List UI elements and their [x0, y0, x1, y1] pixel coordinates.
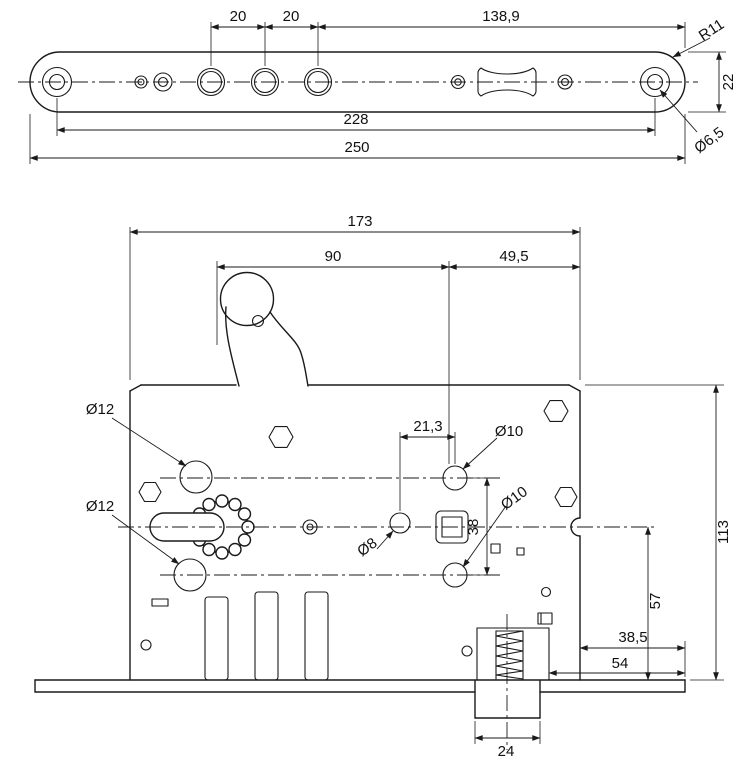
- dim-d10-lower-label: Ø10: [498, 483, 531, 513]
- dim-54-label: 54: [612, 655, 629, 672]
- hex-boss-2: [543, 400, 569, 422]
- faceplate-view: 20 20 138,9 R11 22 Ø6,5 228 250: [18, 8, 737, 164]
- dim-d12-lower-label: Ø12: [86, 498, 114, 515]
- slot-2: [254, 591, 279, 681]
- dim-57-label: 57: [647, 593, 664, 610]
- body-extension-lines: [129, 227, 724, 744]
- dim-228-label: 228: [343, 111, 368, 128]
- dim-d8-label: Ø8: [354, 535, 380, 561]
- dim-21-3-label: 21,3: [413, 418, 442, 435]
- latch-bolt: [474, 680, 541, 719]
- dim-38-label: 38: [465, 519, 482, 536]
- lever-head: [219, 271, 275, 327]
- hex-boss-1: [268, 426, 294, 448]
- dim-r11-label: R11: [696, 16, 727, 45]
- bottom-plate: [34, 679, 686, 693]
- lever: [219, 271, 309, 387]
- dim-22-label: 22: [720, 74, 737, 91]
- dim-173-label: 173: [347, 213, 372, 230]
- body-dimension-lines: [111, 229, 719, 741]
- lever-pin: [251, 314, 265, 328]
- dim-d10-upper-label: Ø10: [495, 423, 523, 440]
- dim-20-right-label: 20: [283, 8, 300, 25]
- dim-90-label: 90: [325, 248, 342, 265]
- hex-boss-4: [554, 486, 578, 508]
- dim-138-9-label: 138,9: [482, 8, 520, 25]
- hole-d12-upper: [179, 460, 213, 494]
- dim-38-5-label: 38,5: [618, 629, 647, 646]
- lock-body-view: 173 90 49,5 21,3 Ø10 Ø10 Ø12 Ø12 Ø8 38 1…: [34, 213, 732, 760]
- dim-d6-5-label: Ø6,5: [691, 124, 727, 157]
- latch-cutout: [477, 67, 537, 97]
- faceplate-extension-lines: [29, 22, 726, 164]
- hole-d8: [389, 512, 411, 534]
- dim-49-5-label: 49,5: [499, 248, 528, 265]
- spring-coil: [495, 630, 524, 680]
- dim-20-left-label: 20: [230, 8, 247, 25]
- dim-d12-upper-label: Ø12: [86, 401, 114, 418]
- dim-250-label: 250: [344, 139, 369, 156]
- dim-113-label: 113: [715, 520, 732, 544]
- lock-body-outline: [129, 384, 581, 681]
- slot-3: [304, 591, 329, 681]
- dim-24-label: 24: [498, 743, 515, 760]
- hex-boss-3: [138, 481, 162, 503]
- slot-1: [204, 596, 229, 681]
- spring: [476, 627, 550, 681]
- body-details: [140, 543, 553, 657]
- body-centerlines: [118, 477, 658, 750]
- faceplate-dimension-lines: [29, 24, 722, 161]
